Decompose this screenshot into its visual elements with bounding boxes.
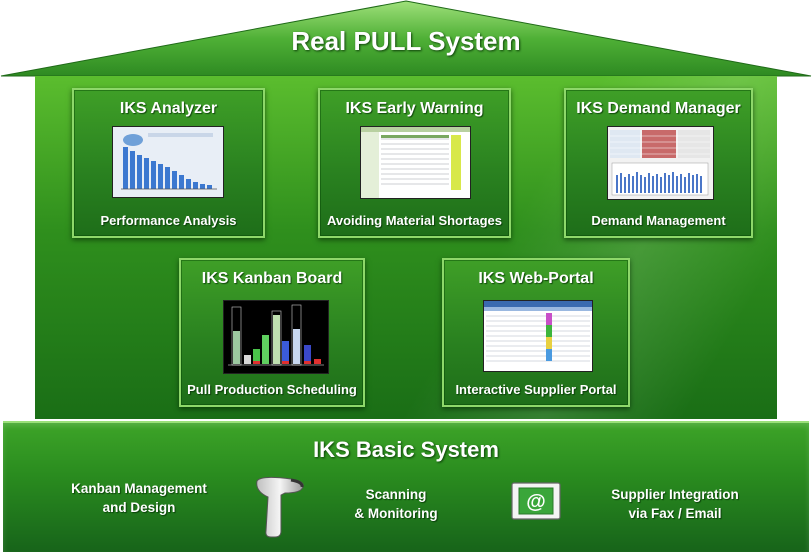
module-title: IKS Analyzer — [119, 100, 218, 117]
module-subtitle: Pull Production Scheduling — [187, 382, 357, 397]
feature-line: and Design — [102, 500, 176, 515]
feature-kanban-management: Kanban Management and Design — [49, 479, 229, 517]
page-title: Real PULL System — [291, 26, 521, 56]
email-icon: @ — [511, 482, 561, 520]
module-subtitle: Demand Management — [591, 213, 726, 228]
analyzer-screenshot — [112, 126, 224, 198]
module-web-portal[interactable]: IKS Web-Portal Interactive Supplier Port… — [442, 258, 630, 407]
barcode-scanner-icon — [251, 473, 311, 539]
web-portal-screenshot — [483, 300, 593, 372]
feature-line: via Fax / Email — [628, 506, 722, 521]
feature-supplier-integration: Supplier Integration via Fax / Email — [585, 485, 765, 523]
feature-line: & Monitoring — [354, 506, 438, 521]
module-subtitle: Avoiding Material Shortages — [326, 213, 503, 228]
module-title: IKS Kanban Board — [201, 270, 343, 287]
module-subtitle: Performance Analysis — [100, 213, 237, 228]
base-title: IKS Basic System — [313, 437, 499, 462]
demand-manager-screenshot — [607, 126, 714, 200]
module-title: IKS Early Warning — [345, 100, 484, 117]
module-title: IKS Demand Manager — [576, 100, 741, 117]
module-analyzer[interactable]: IKS Analyzer Performanc — [72, 88, 265, 238]
module-subtitle: Interactive Supplier Portal — [455, 382, 617, 397]
email-glyph: @ — [526, 491, 546, 513]
module-early-warning[interactable]: IKS Early Warning Avoiding Material Shor… — [318, 88, 511, 238]
feature-line: Scanning — [365, 487, 427, 502]
basic-system-base: IKS Basic System Kanban Management and D… — [3, 421, 809, 552]
early-warning-screenshot — [360, 126, 471, 199]
module-demand-manager[interactable]: IKS Demand Manager — [564, 88, 753, 238]
feature-scanning-monitoring: Scanning & Monitoring — [321, 485, 471, 523]
feature-line: Kanban Management — [71, 481, 207, 496]
feature-line: Supplier Integration — [611, 487, 739, 502]
module-title: IKS Web-Portal — [478, 270, 594, 287]
module-kanban-board[interactable]: IKS Kanban Board Pull Production Schedu — [179, 258, 365, 407]
kanban-board-screenshot — [223, 300, 329, 374]
